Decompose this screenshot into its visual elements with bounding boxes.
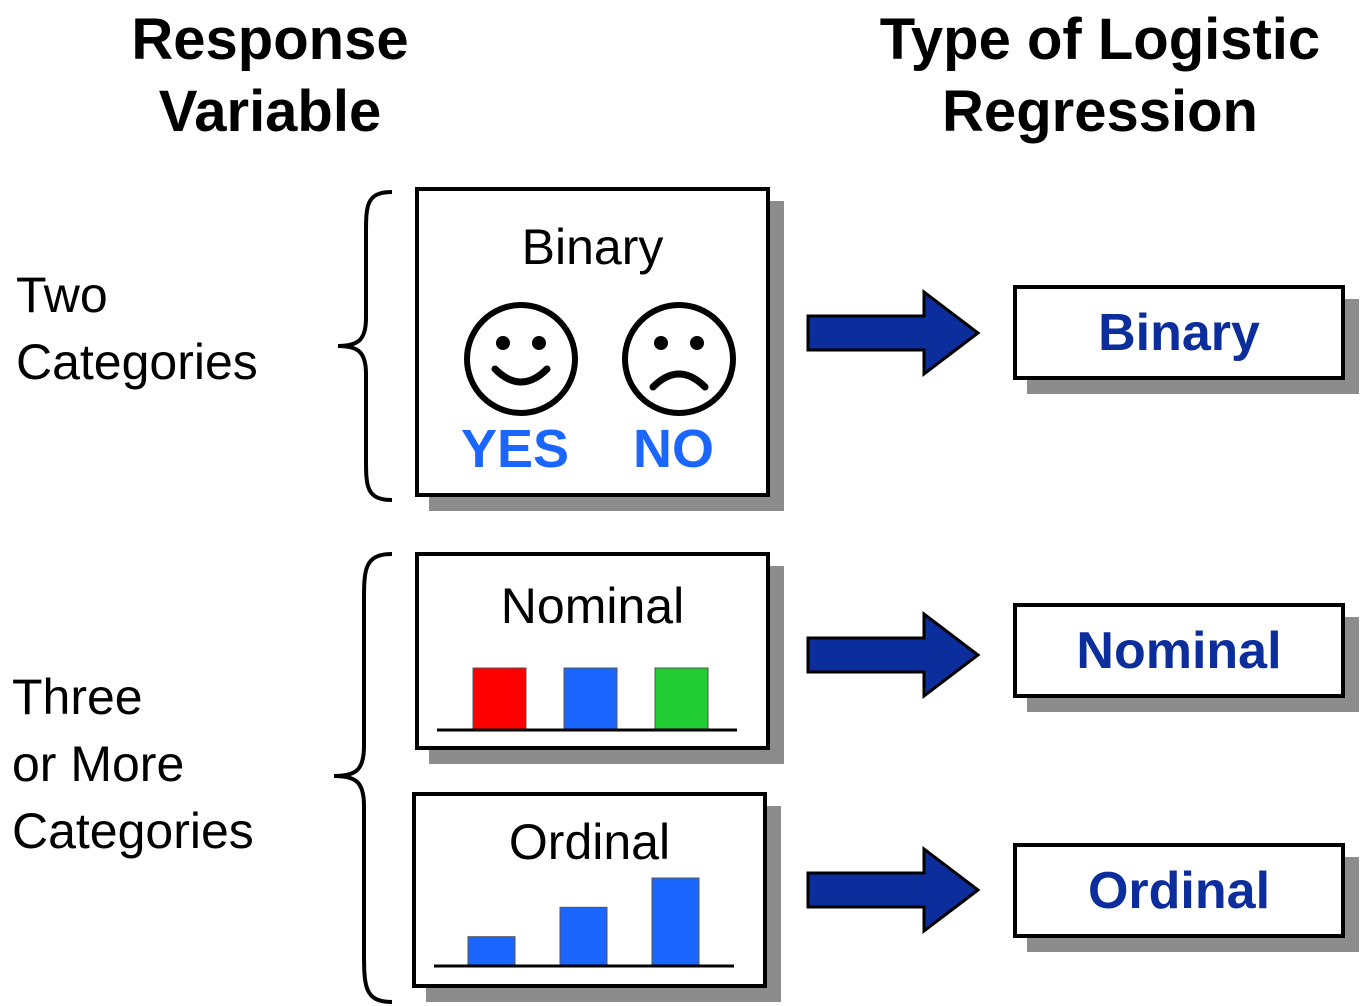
ordinal-regression-box: Ordinal <box>1013 843 1345 938</box>
bar <box>651 877 700 967</box>
group-label-line: or More <box>12 736 185 792</box>
three-or-more-categories-label: Three or More Categories <box>12 664 254 865</box>
no-label: NO <box>633 419 714 479</box>
header-line: Variable <box>158 79 382 144</box>
nominal-box-title: Nominal <box>500 578 685 634</box>
group-label-line: Categories <box>12 803 254 859</box>
arrow-shape <box>806 288 981 378</box>
frowning-face-icon <box>622 302 736 416</box>
binary-regression-box: Binary <box>1013 285 1345 380</box>
yes-label: YES <box>461 419 570 479</box>
bar <box>654 667 709 731</box>
right-arrow-icon <box>806 845 981 935</box>
header-line: Type of Logistic <box>879 7 1321 72</box>
ordinal-regression-label: Ordinal <box>1087 861 1271 920</box>
bar <box>559 906 608 967</box>
nominal-response-box: Nominal <box>415 552 770 750</box>
binary-regression-label: Binary <box>1098 303 1260 362</box>
ordinal-box-title: Ordinal <box>508 814 671 870</box>
two-categories-brace <box>337 190 393 502</box>
ordinal-response-box: Ordinal <box>412 792 767 988</box>
nominal-regression-label: Nominal <box>1076 621 1282 680</box>
three-categories-brace <box>333 552 393 1004</box>
binary-box-title: Binary <box>521 219 664 275</box>
header-line: Regression <box>942 79 1258 144</box>
bar <box>563 667 618 731</box>
binary-response-box: Binary YES NO <box>415 187 770 497</box>
group-label-line: Categories <box>16 334 258 390</box>
group-label-line: Three <box>12 669 143 725</box>
logistic-regression-type-header: Type of Logistic Regression <box>820 4 1361 148</box>
bar <box>467 936 516 967</box>
header-line: Response <box>131 7 409 72</box>
right-arrow-icon <box>806 610 981 700</box>
smiley-face-icon <box>464 302 578 416</box>
ordinal-bars-illustration <box>434 877 734 968</box>
right-arrow-icon <box>806 288 981 378</box>
two-categories-label: Two Categories <box>16 262 258 396</box>
response-variable-header: Response Variable <box>60 4 480 148</box>
arrow-shape <box>806 610 981 700</box>
bar <box>472 667 527 731</box>
group-label-line: Two <box>16 267 108 323</box>
nominal-regression-box: Nominal <box>1013 603 1345 698</box>
arrow-shape <box>806 845 981 935</box>
nominal-bars-illustration <box>437 667 737 732</box>
